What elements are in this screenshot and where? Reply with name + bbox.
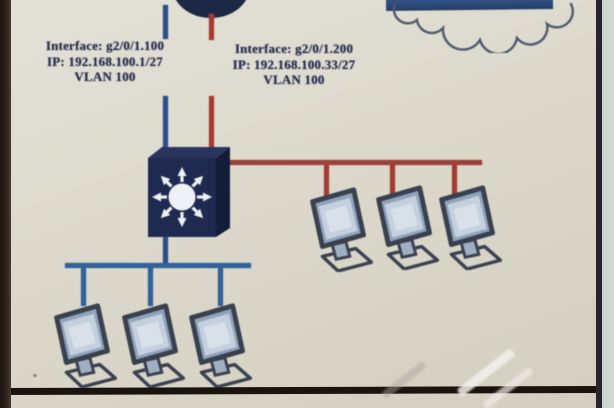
right-vlan-text: VLAN 100 [263, 72, 325, 87]
left-vlan-text: VLAN 100 [74, 69, 136, 84]
red-drop-link-2 [390, 163, 395, 196]
pc-icon-right-1 [308, 184, 374, 272]
blue-drop-link-2 [148, 266, 153, 306]
cloud-icon [392, 2, 574, 53]
photo-right-strip [602, 0, 614, 408]
red-drop-link-3 [452, 163, 457, 196]
blue-drop-link-1 [81, 266, 86, 306]
left-interface-text: Interface: g2/0/1.100 [45, 38, 165, 53]
blue-bus-link [65, 263, 251, 268]
blue-trunk-link-mid [163, 96, 168, 152]
red-trunk-link-mid [209, 96, 214, 149]
red-bus-link [224, 160, 482, 165]
right-ip-text: IP: 192.168.100.33/27 [232, 56, 356, 72]
blue-trunk-link-lower [163, 237, 168, 266]
red-trunk-link-top [209, 14, 214, 40]
photo-left-border [0, 0, 11, 408]
left-subinterface-label: Interface: g2/0/1.100 IP: 192.168.100.1/… [20, 38, 190, 85]
blue-trunk-link-top [163, 5, 168, 39]
photo-right-border [596, 0, 602, 408]
blue-drop-link-3 [218, 266, 223, 306]
pc-icon-left-1 [52, 300, 118, 388]
pc-icon-left-3 [187, 300, 253, 388]
pc-icon-right-3 [437, 182, 503, 270]
router-icon [172, 0, 250, 18]
right-subinterface-label: Interface: g2/0/1.200 IP: 192.168.100.33… [204, 41, 384, 88]
right-interface-text: Interface: g2/0/1.200 [234, 41, 354, 56]
left-ip-text: IP: 192.168.100.1/27 [47, 53, 163, 69]
multilayer-switch-icon [148, 147, 230, 237]
red-drop-link-1 [324, 163, 329, 196]
pc-icon-right-2 [374, 182, 440, 270]
pc-icon-left-2 [120, 300, 186, 388]
photo-speck [33, 374, 37, 377]
